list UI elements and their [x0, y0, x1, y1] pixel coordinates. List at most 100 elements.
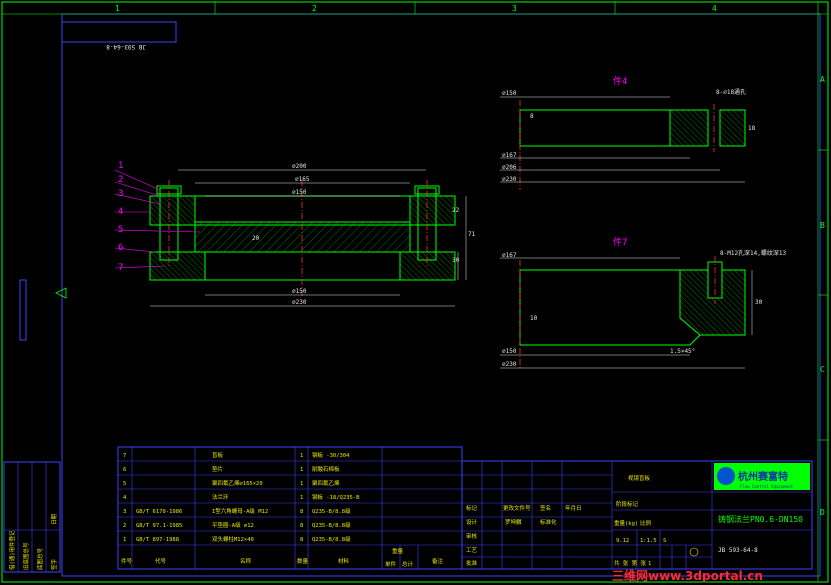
strip-label-2: 旧底图总号	[22, 542, 30, 570]
watermark: 三维网www.3dportal.cn	[612, 568, 763, 583]
sec-b-d167: ⌀167	[502, 252, 517, 259]
parts-cell-no: 5	[123, 481, 126, 487]
grid-number-4: 4	[712, 4, 717, 13]
grid-number-3: 3	[512, 4, 517, 13]
tb-date: 年月日	[565, 504, 582, 512]
tb-change-doc: 更改文件号	[503, 504, 531, 512]
sec-b-inner: 10	[530, 315, 538, 322]
parts-cell-mat: 聚四氟乙烯	[312, 479, 340, 487]
balloon-1: 1	[118, 161, 123, 171]
parts-header-remark: 备注	[432, 557, 444, 565]
parts-cell-name: 聚四氟乙烯⌀165×20	[212, 479, 263, 487]
parts-cell-no: 1	[123, 537, 126, 543]
title-block	[461, 460, 813, 570]
sec-b-hole-note: 8-M12孔深14,螺纹深13	[720, 249, 787, 257]
main-assembly-view	[149, 180, 456, 298]
sec-a-inner-8: 8	[530, 113, 534, 120]
tb-design-label: 设计	[466, 518, 478, 526]
grid-letter-a: A	[820, 75, 825, 84]
balloon-5: 5	[118, 225, 123, 235]
tb-sheet-no: 1	[648, 561, 651, 567]
dim-thickness: 20	[252, 235, 260, 242]
parts-header-std: 代号	[155, 557, 167, 565]
parts-cell-qty: 1	[300, 453, 303, 459]
tb-scale: 1:1.5	[640, 538, 657, 544]
parts-header-name: 名称	[240, 557, 252, 565]
sec-b-height: 30	[755, 299, 763, 306]
mirrored-drawing-code: JB 593-64-8	[106, 43, 146, 50]
parts-cell-std: GB/T 97.1-1985	[136, 523, 182, 529]
code-box	[61, 21, 177, 43]
sec-a-d150: ⌀150	[502, 90, 517, 97]
logo-mark-icon	[717, 467, 735, 485]
parts-cell-no: 6	[123, 467, 126, 473]
sec-a-d230: ⌀230	[502, 176, 517, 183]
tb-code: JB 593-64-8	[718, 547, 758, 554]
parts-cell-qty: 8	[300, 509, 303, 515]
tb-row-process: 工艺	[466, 547, 478, 554]
parts-cell-name: 平垫圈-A级 ⌀12	[212, 521, 254, 529]
parts-cell-no: 7	[123, 453, 126, 459]
strip-label-3: 底图总号	[36, 547, 44, 570]
parts-cell-mat: 耐酸石棉板	[312, 465, 340, 473]
parts-cell-std: GB/T 6170-1986	[136, 509, 182, 515]
section-b-title: 件7	[613, 236, 627, 248]
sec-a-hole-note: 8-⌀18通孔	[716, 88, 746, 96]
parts-cell-qty: 1	[300, 467, 303, 473]
tb-weight: 9.12	[616, 538, 629, 544]
balloon-6: 6	[118, 243, 123, 253]
parts-cell-name: I型六角螺母-A级 M12	[212, 507, 268, 515]
tb-sheet-label: 共 张 第 张	[614, 559, 646, 567]
strip-label-5: 日期	[51, 513, 58, 525]
projection-symbol-icon	[689, 547, 699, 557]
parts-cell-mat: 钢板 -30/304	[312, 451, 350, 459]
parts-header-total: 总计	[402, 560, 414, 568]
left-side-strip	[3, 279, 61, 573]
section-b-view	[519, 256, 746, 370]
dim-right-22: 22	[452, 207, 460, 214]
tb-note: 铸钢法兰PN0.6-DN150	[718, 514, 803, 524]
parts-cell-name: 法兰环	[212, 493, 229, 501]
parts-header-no: 件号	[121, 557, 133, 565]
parts-cell-qty: 8	[300, 537, 303, 543]
balloon-7: 7	[118, 263, 123, 273]
grid-number-1: 1	[115, 4, 120, 13]
parts-cell-mat: Q235-B/8.8级	[312, 535, 351, 543]
parts-cell-mat: 钢板 -18/Q235-B	[312, 493, 360, 501]
parts-header-unit: 单件	[385, 560, 397, 568]
centering-mark	[55, 287, 67, 299]
dim-d150-top: ⌀150	[292, 189, 307, 196]
tb-weight-label: 重量(kg)	[614, 519, 638, 527]
balloon-4: 4	[118, 207, 123, 217]
balloon-3: 3	[118, 189, 123, 199]
tb-row-review: 审核	[466, 532, 478, 540]
grid-letter-b: B	[820, 221, 825, 230]
grid-number-2: 2	[312, 4, 317, 13]
dim-right-71: 71	[468, 231, 476, 238]
parts-cell-no: 3	[123, 509, 126, 515]
parts-cell-qty: 8	[300, 523, 303, 529]
parts-list	[117, 446, 463, 570]
parts-cell-qty: 1	[300, 481, 303, 487]
section-a-title: 件4	[613, 75, 627, 87]
grid-letter-d: D	[820, 508, 825, 517]
parts-header-qty: 数量	[297, 557, 309, 565]
main-dimensions	[150, 169, 467, 307]
tb-company: 杭州赛富特	[738, 470, 788, 483]
dim-d200: ⌀200	[292, 163, 307, 170]
tb-sign: 签名	[540, 504, 551, 512]
strip-label-4: 签字	[50, 558, 58, 570]
parts-header-weight: 重量	[392, 547, 404, 555]
tb-row-mark: 标记	[466, 504, 478, 512]
tb-stage-label: 阶段标记	[616, 500, 639, 508]
tb-row-approve: 批准	[466, 559, 478, 567]
parts-cell-qty: 1	[300, 495, 303, 501]
tb-company-sub: Flow Control Equipment	[740, 484, 794, 489]
grid-letter-c: C	[820, 365, 825, 374]
tb-designer: 罗坤麟	[505, 518, 522, 526]
parts-cell-name: 垫片	[212, 465, 223, 473]
tb-scale-label: 比例	[640, 519, 652, 527]
parts-header-mat: 材料	[338, 557, 350, 565]
sec-a-inner-18: 18	[748, 125, 756, 132]
sec-b-chamfer: 1.5×45°	[670, 348, 695, 355]
